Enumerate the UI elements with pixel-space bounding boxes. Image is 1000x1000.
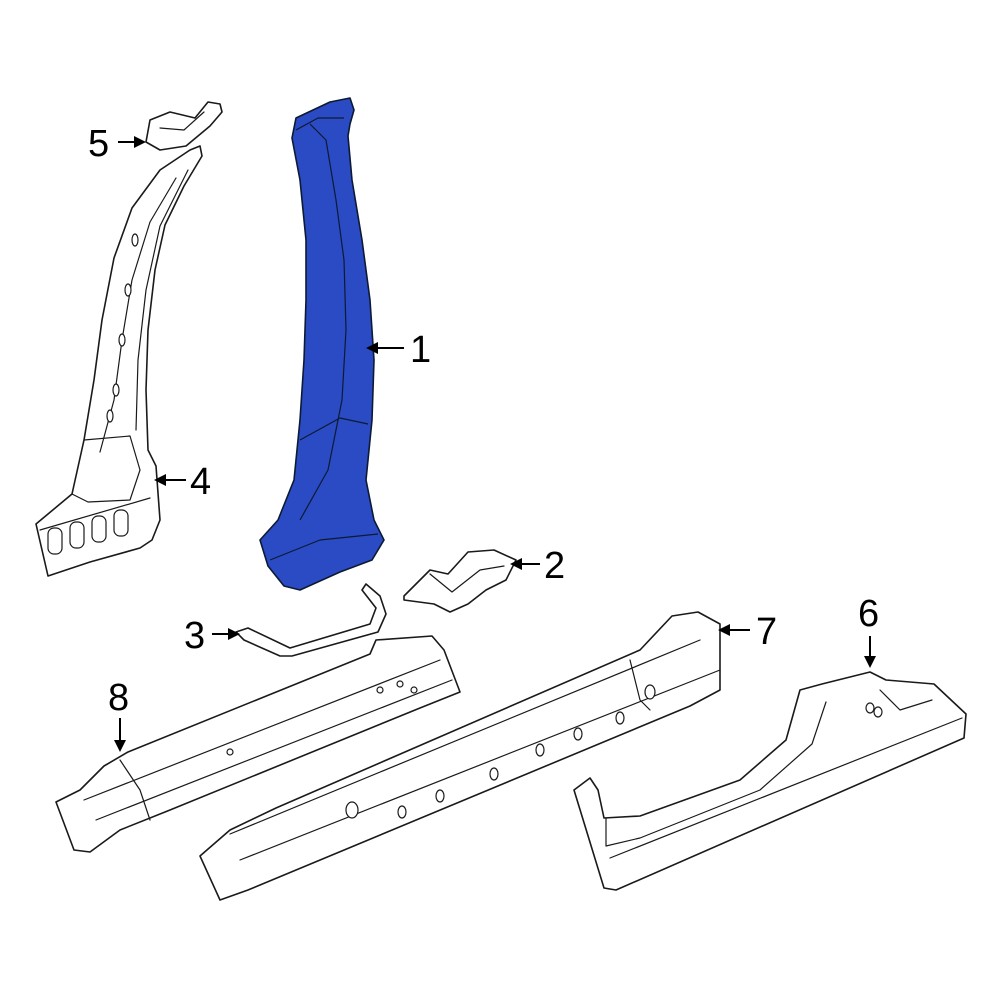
callout-label-7: 7 [756,611,777,653]
callout-5: 5 [88,123,146,165]
callout-label-6: 6 [858,593,879,635]
callout-label-8: 8 [108,677,129,719]
callout-8: 8 [108,677,129,752]
part-1-pillar-reinforcement[interactable] [259,97,385,591]
callout-6: 6 [858,593,879,668]
callout-4: 4 [154,461,211,503]
callout-label-3: 3 [184,615,205,657]
callout-3: 3 [184,615,240,657]
part-5-bracket[interactable] [145,101,223,151]
part-7-center-sill[interactable] [199,611,721,901]
callout-label-5: 5 [88,123,109,165]
part-8-inner-sill[interactable] [55,635,461,853]
callout-label-2: 2 [544,545,565,587]
callout-1: 1 [366,329,431,371]
part-6-outer-sill[interactable] [573,671,967,891]
part-2-gusset[interactable] [403,549,517,613]
callout-7: 7 [718,611,777,653]
callout-2: 2 [510,545,565,587]
part-4-pillar-panel[interactable] [35,145,203,577]
callout-label-4: 4 [190,461,211,503]
callout-label-1: 1 [410,329,431,371]
part-3-rod[interactable] [235,583,387,657]
